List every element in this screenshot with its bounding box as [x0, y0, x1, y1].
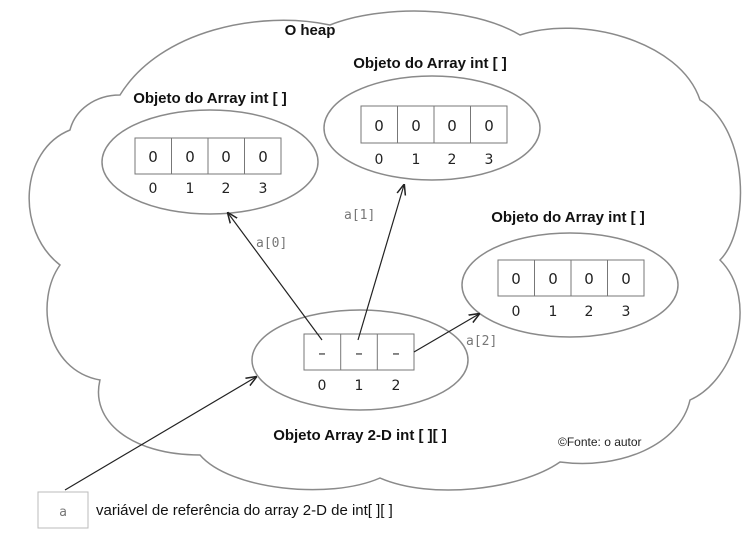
array-2d-title: Objeto Array 2-D int [ ][ ]: [273, 427, 447, 444]
array-cell: 0: [221, 148, 231, 166]
ref-label-a0: a[0]: [256, 236, 287, 251]
array-index: 1: [412, 152, 421, 168]
heap-label: O heap: [285, 22, 336, 39]
array-cell: 0: [621, 270, 631, 288]
array-index: 2: [585, 304, 594, 320]
array-index: 1: [186, 181, 195, 197]
array-index: 0: [149, 181, 158, 197]
array-cell: 0: [584, 270, 594, 288]
variable-description: variável de referência do array 2-D de i…: [96, 502, 393, 519]
array-cell: 0: [447, 117, 457, 135]
reference-cell: –: [355, 344, 363, 362]
object-title: Objeto do Array int [ ]: [133, 90, 287, 107]
source-credit: ©Fonte: o autor: [558, 435, 642, 449]
ref-label-a1: a[1]: [344, 208, 375, 223]
array-index: 0: [512, 304, 521, 320]
object-title: Objeto do Array int [ ]: [491, 209, 645, 226]
array-cell: 0: [548, 270, 558, 288]
arrow-variable-a: [64, 377, 256, 491]
array-cell: 0: [511, 270, 521, 288]
arrow-a0: [228, 213, 323, 341]
array-index: 2: [392, 378, 401, 394]
array-cell: 0: [148, 148, 158, 166]
array-index: 1: [549, 304, 558, 320]
reference-variable: a variável de referência do array 2-D de…: [37, 491, 393, 529]
array-index: 1: [355, 378, 364, 394]
array-cell: 0: [484, 117, 494, 135]
array-2d-object: – – – 0 1 2 Objeto Array 2-D int [ ][ ]: [251, 309, 469, 444]
ref-label-a2: a[2]: [466, 334, 497, 349]
arrow-a1: [357, 185, 404, 341]
array-index: 2: [222, 181, 231, 197]
int-array-object-3: Objeto do Array int [ ] 0 0 0 0 0 1 2 3: [461, 209, 679, 338]
int-array-object-1: Objeto do Array int [ ] 0 0 0 0 0 1 2 3: [101, 90, 319, 215]
array-index: 3: [485, 152, 494, 168]
array-index: 2: [448, 152, 457, 168]
reference-cell: –: [392, 344, 400, 362]
array-cell: 0: [374, 117, 384, 135]
array-index: 0: [375, 152, 384, 168]
array-cell: 0: [411, 117, 421, 135]
array-cell: 0: [258, 148, 268, 166]
object-title: Objeto do Array int [ ]: [353, 55, 507, 72]
array-index: 3: [259, 181, 268, 197]
array-index: 3: [622, 304, 631, 320]
arrow-a2: [413, 314, 479, 353]
reference-cell: –: [318, 344, 326, 362]
array-index: 0: [318, 378, 327, 394]
variable-name: a: [59, 505, 67, 520]
int-array-object-2: Objeto do Array int [ ] 0 0 0 0 0 1 2 3: [323, 55, 541, 181]
array-cell: 0: [185, 148, 195, 166]
